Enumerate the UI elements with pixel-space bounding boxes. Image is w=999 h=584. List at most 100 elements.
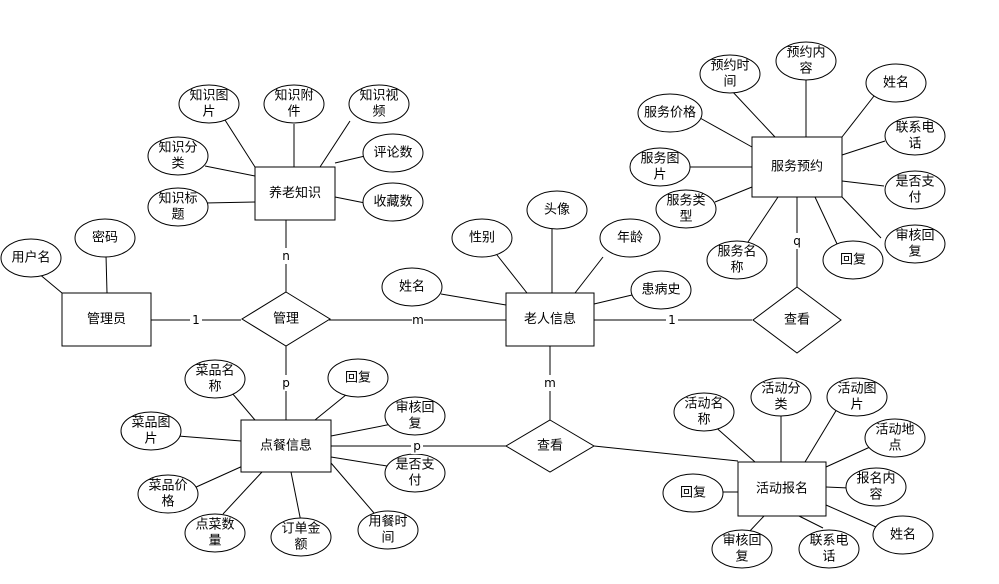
attr-elder-medical-history[interactable]: 患病史 bbox=[630, 270, 692, 310]
attr-activity-name[interactable]: 姓名 bbox=[872, 515, 934, 555]
attr-meal-meal-time-label-line-2: 间 bbox=[381, 531, 394, 546]
relationship-view-service[interactable]: 查看 bbox=[752, 286, 842, 354]
connector-line bbox=[224, 119, 256, 168]
attr-elder-gender[interactable]: 性别 bbox=[451, 218, 513, 258]
attr-meal-review-reply-ellipse bbox=[384, 396, 446, 436]
relationship-view-activity[interactable]: 查看 bbox=[505, 419, 595, 473]
attr-activity-signup-content-label-line-1: 报名内 bbox=[856, 471, 895, 487]
card-meal-view-activity: p bbox=[413, 439, 421, 453]
attr-activity-activity-name-label-line-1: 活动名 bbox=[684, 396, 723, 412]
attr-elder-avatar-ellipse bbox=[526, 190, 588, 230]
attr-service-price-ellipse bbox=[637, 93, 703, 133]
attr-elder-name-label: 姓名 bbox=[399, 279, 425, 295]
attr-elder-avatar[interactable]: 头像 bbox=[526, 190, 588, 230]
attr-service-reply[interactable]: 回复 bbox=[822, 240, 884, 280]
attr-meal-dish-name-label-line-2: 称 bbox=[208, 380, 221, 395]
attr-service-type-label-line-2: 型 bbox=[679, 210, 692, 225]
connector-line bbox=[841, 95, 875, 138]
entity-elder-info[interactable]: 老人信息 bbox=[505, 292, 595, 347]
relationship-manage[interactable]: 管理 bbox=[241, 291, 331, 347]
attr-service-type-label-line-1: 服务类 bbox=[666, 193, 705, 209]
attr-meal-dish-price-label-line-1: 菜品价 bbox=[148, 479, 187, 494]
attr-activity-image-label-line-1: 活动图 bbox=[837, 382, 876, 397]
card-elder-view-service-bg bbox=[666, 312, 678, 328]
connector-line bbox=[825, 446, 871, 468]
attr-knowledge-video-ellipse bbox=[348, 84, 410, 124]
attr-activity-reply[interactable]: 回复 bbox=[662, 473, 724, 513]
attr-knowledge-favorites[interactable]: 收藏数 bbox=[362, 182, 424, 222]
attr-elder-medical-history-label: 患病史 bbox=[641, 283, 680, 298]
attr-knowledge-category-label-line-2: 类 bbox=[171, 157, 184, 172]
attr-knowledge-video-label-line-2: 频 bbox=[372, 105, 385, 120]
attr-service-name[interactable]: 姓名 bbox=[865, 63, 927, 103]
attr-activity-phone-label-line-2: 话 bbox=[822, 550, 835, 565]
attr-elder-age[interactable]: 年龄 bbox=[599, 218, 661, 258]
attr-admin-password[interactable]: 密码 bbox=[74, 218, 136, 258]
card-view-service-booking-bg bbox=[791, 233, 803, 249]
attr-activity-category-label-line-2: 类 bbox=[774, 398, 787, 413]
attr-knowledge-title-ellipse bbox=[147, 187, 209, 227]
attr-activity-image-ellipse bbox=[826, 377, 888, 417]
attr-service-paid-label-line-2: 付 bbox=[908, 191, 921, 206]
entity-activity-signup-label: 活动报名 bbox=[756, 481, 808, 497]
card-elder-view-activity: m bbox=[544, 376, 556, 390]
attr-service-price[interactable]: 服务价格 bbox=[637, 93, 703, 133]
connector-line bbox=[593, 445, 739, 462]
attr-service-booking-content-label-line-1: 预约内 bbox=[786, 45, 825, 61]
attr-knowledge-image-label-line-1: 知识图 bbox=[189, 88, 228, 104]
entity-meal-info[interactable]: 点餐信息 bbox=[240, 419, 332, 473]
entity-elderly-knowledge[interactable]: 养老知识 bbox=[254, 166, 336, 221]
attr-knowledge-category-label-line-1: 知识分 bbox=[158, 140, 197, 156]
attr-meal-dish-count-ellipse bbox=[184, 513, 246, 553]
attr-service-name-ellipse bbox=[865, 63, 927, 103]
attr-activity-activity-name-label-line-2: 称 bbox=[697, 413, 710, 428]
attr-elder-name[interactable]: 姓名 bbox=[381, 267, 443, 307]
attr-service-service-name-label-line-1: 服务名 bbox=[717, 244, 756, 260]
attr-admin-username[interactable]: 用户名 bbox=[0, 238, 62, 278]
entity-service-booking[interactable]: 服务预约 bbox=[751, 136, 843, 198]
entity-admin-box bbox=[61, 292, 152, 347]
attr-service-image-ellipse bbox=[629, 147, 691, 187]
attr-meal-reply[interactable]: 回复 bbox=[327, 358, 389, 398]
attr-elder-age-label: 年龄 bbox=[617, 231, 643, 246]
entity-activity-signup[interactable]: 活动报名 bbox=[737, 461, 827, 517]
attr-knowledge-comments[interactable]: 评论数 bbox=[362, 133, 424, 173]
card-meal-view-activity-bg bbox=[411, 438, 423, 454]
card-manage-elder: m bbox=[412, 313, 424, 327]
attr-activity-name-label: 姓名 bbox=[890, 527, 916, 543]
attr-service-booking-content-ellipse bbox=[775, 41, 837, 81]
connectors bbox=[31, 79, 886, 534]
attr-activity-name-ellipse bbox=[872, 515, 934, 555]
attr-service-phone-ellipse bbox=[884, 116, 946, 156]
entity-admin[interactable]: 管理员 bbox=[61, 292, 152, 347]
